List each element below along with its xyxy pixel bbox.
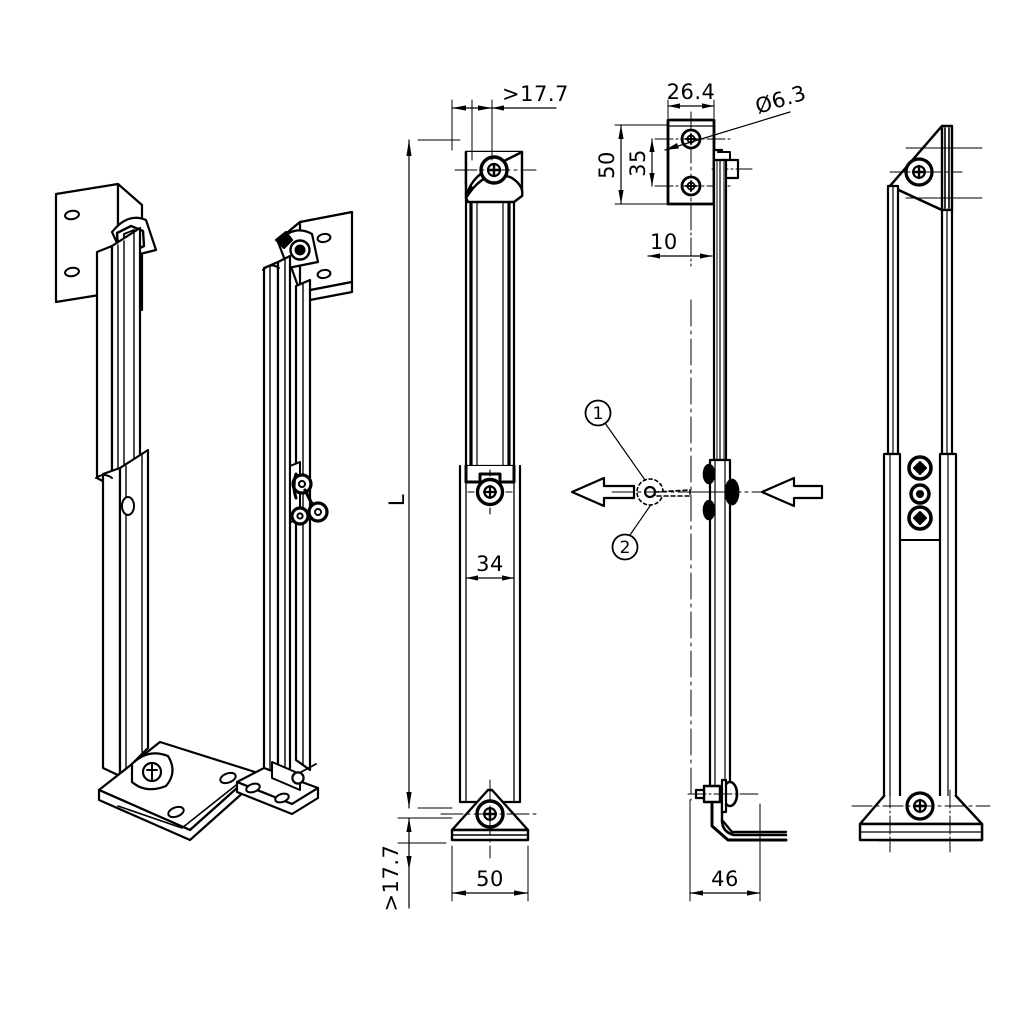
- dim-label-foot-depth: 46: [711, 867, 739, 891]
- right-upper-rail: [886, 184, 954, 456]
- section-arrow-right: [760, 476, 824, 508]
- dim-label-bracket-height: 50: [595, 151, 619, 179]
- front-head-bracket: [454, 150, 537, 204]
- dim-label-bracket-offset: 10: [650, 230, 678, 254]
- detail-bracket-plate: [654, 111, 731, 213]
- right-head-bracket: [888, 124, 983, 212]
- front-upper-column: [464, 176, 516, 468]
- right-base-foot: [851, 789, 991, 853]
- dim-label-overall-length: L: [385, 494, 409, 506]
- dim-label-top-clearance: >17.7: [502, 82, 569, 106]
- dim-bottom-clearance: [397, 817, 453, 909]
- dim-foot-depth: [689, 799, 761, 902]
- dim-overall-length: [406, 139, 461, 809]
- front-base-foot: [440, 779, 541, 859]
- leader-hole-diameter: [664, 111, 791, 151]
- iso2-foot-plate: [235, 761, 320, 816]
- dim-label-bottom-clearance: >17.7: [379, 845, 403, 912]
- balloon-callout-2: [611, 505, 651, 561]
- dim-base-width: [451, 845, 529, 902]
- dim-top-clearance: [451, 99, 557, 161]
- dim-label-inner-width: 34: [476, 552, 504, 576]
- isometric-view-extended: [54, 182, 257, 842]
- isometric-view-angled-bracket: [235, 210, 354, 816]
- dim-hole-spacing: [649, 138, 655, 187]
- dim-label-hole-spacing: 35: [626, 149, 650, 177]
- front-telescoping-joint: [458, 464, 522, 804]
- dim-bracket-height: [614, 124, 669, 205]
- dim-inner-width: [465, 575, 515, 581]
- balloon-label-1: 1: [593, 404, 604, 424]
- dim-bracket-offset: [647, 211, 713, 267]
- right-fastener-stack: [907, 455, 933, 531]
- front-elevation-view: [397, 99, 557, 909]
- right-side-elevation-view: [851, 124, 991, 853]
- iso2-upper-tube: [262, 254, 292, 782]
- section-pin-detail: [611, 478, 741, 506]
- side-upper-rail: [712, 158, 728, 462]
- dim-label-base-width: 50: [476, 867, 504, 891]
- dim-label-bracket-width: 26.4: [667, 80, 716, 104]
- balloon-callout-1: [584, 399, 646, 481]
- side-foot-bracket: [687, 778, 788, 847]
- dim-bracket-width: [667, 99, 715, 119]
- side-elevation-view: [687, 158, 788, 902]
- iso1-lower-tube: [95, 448, 150, 778]
- iso2-locking-clip: [289, 461, 329, 526]
- top-bracket-detail-view: [614, 99, 791, 267]
- iso1-base-foot: [97, 740, 257, 842]
- iso1-upper-tube: [95, 226, 142, 488]
- dim-label-hole-diameter: Ø6.3: [752, 81, 809, 119]
- balloon-label-2: 2: [620, 538, 631, 558]
